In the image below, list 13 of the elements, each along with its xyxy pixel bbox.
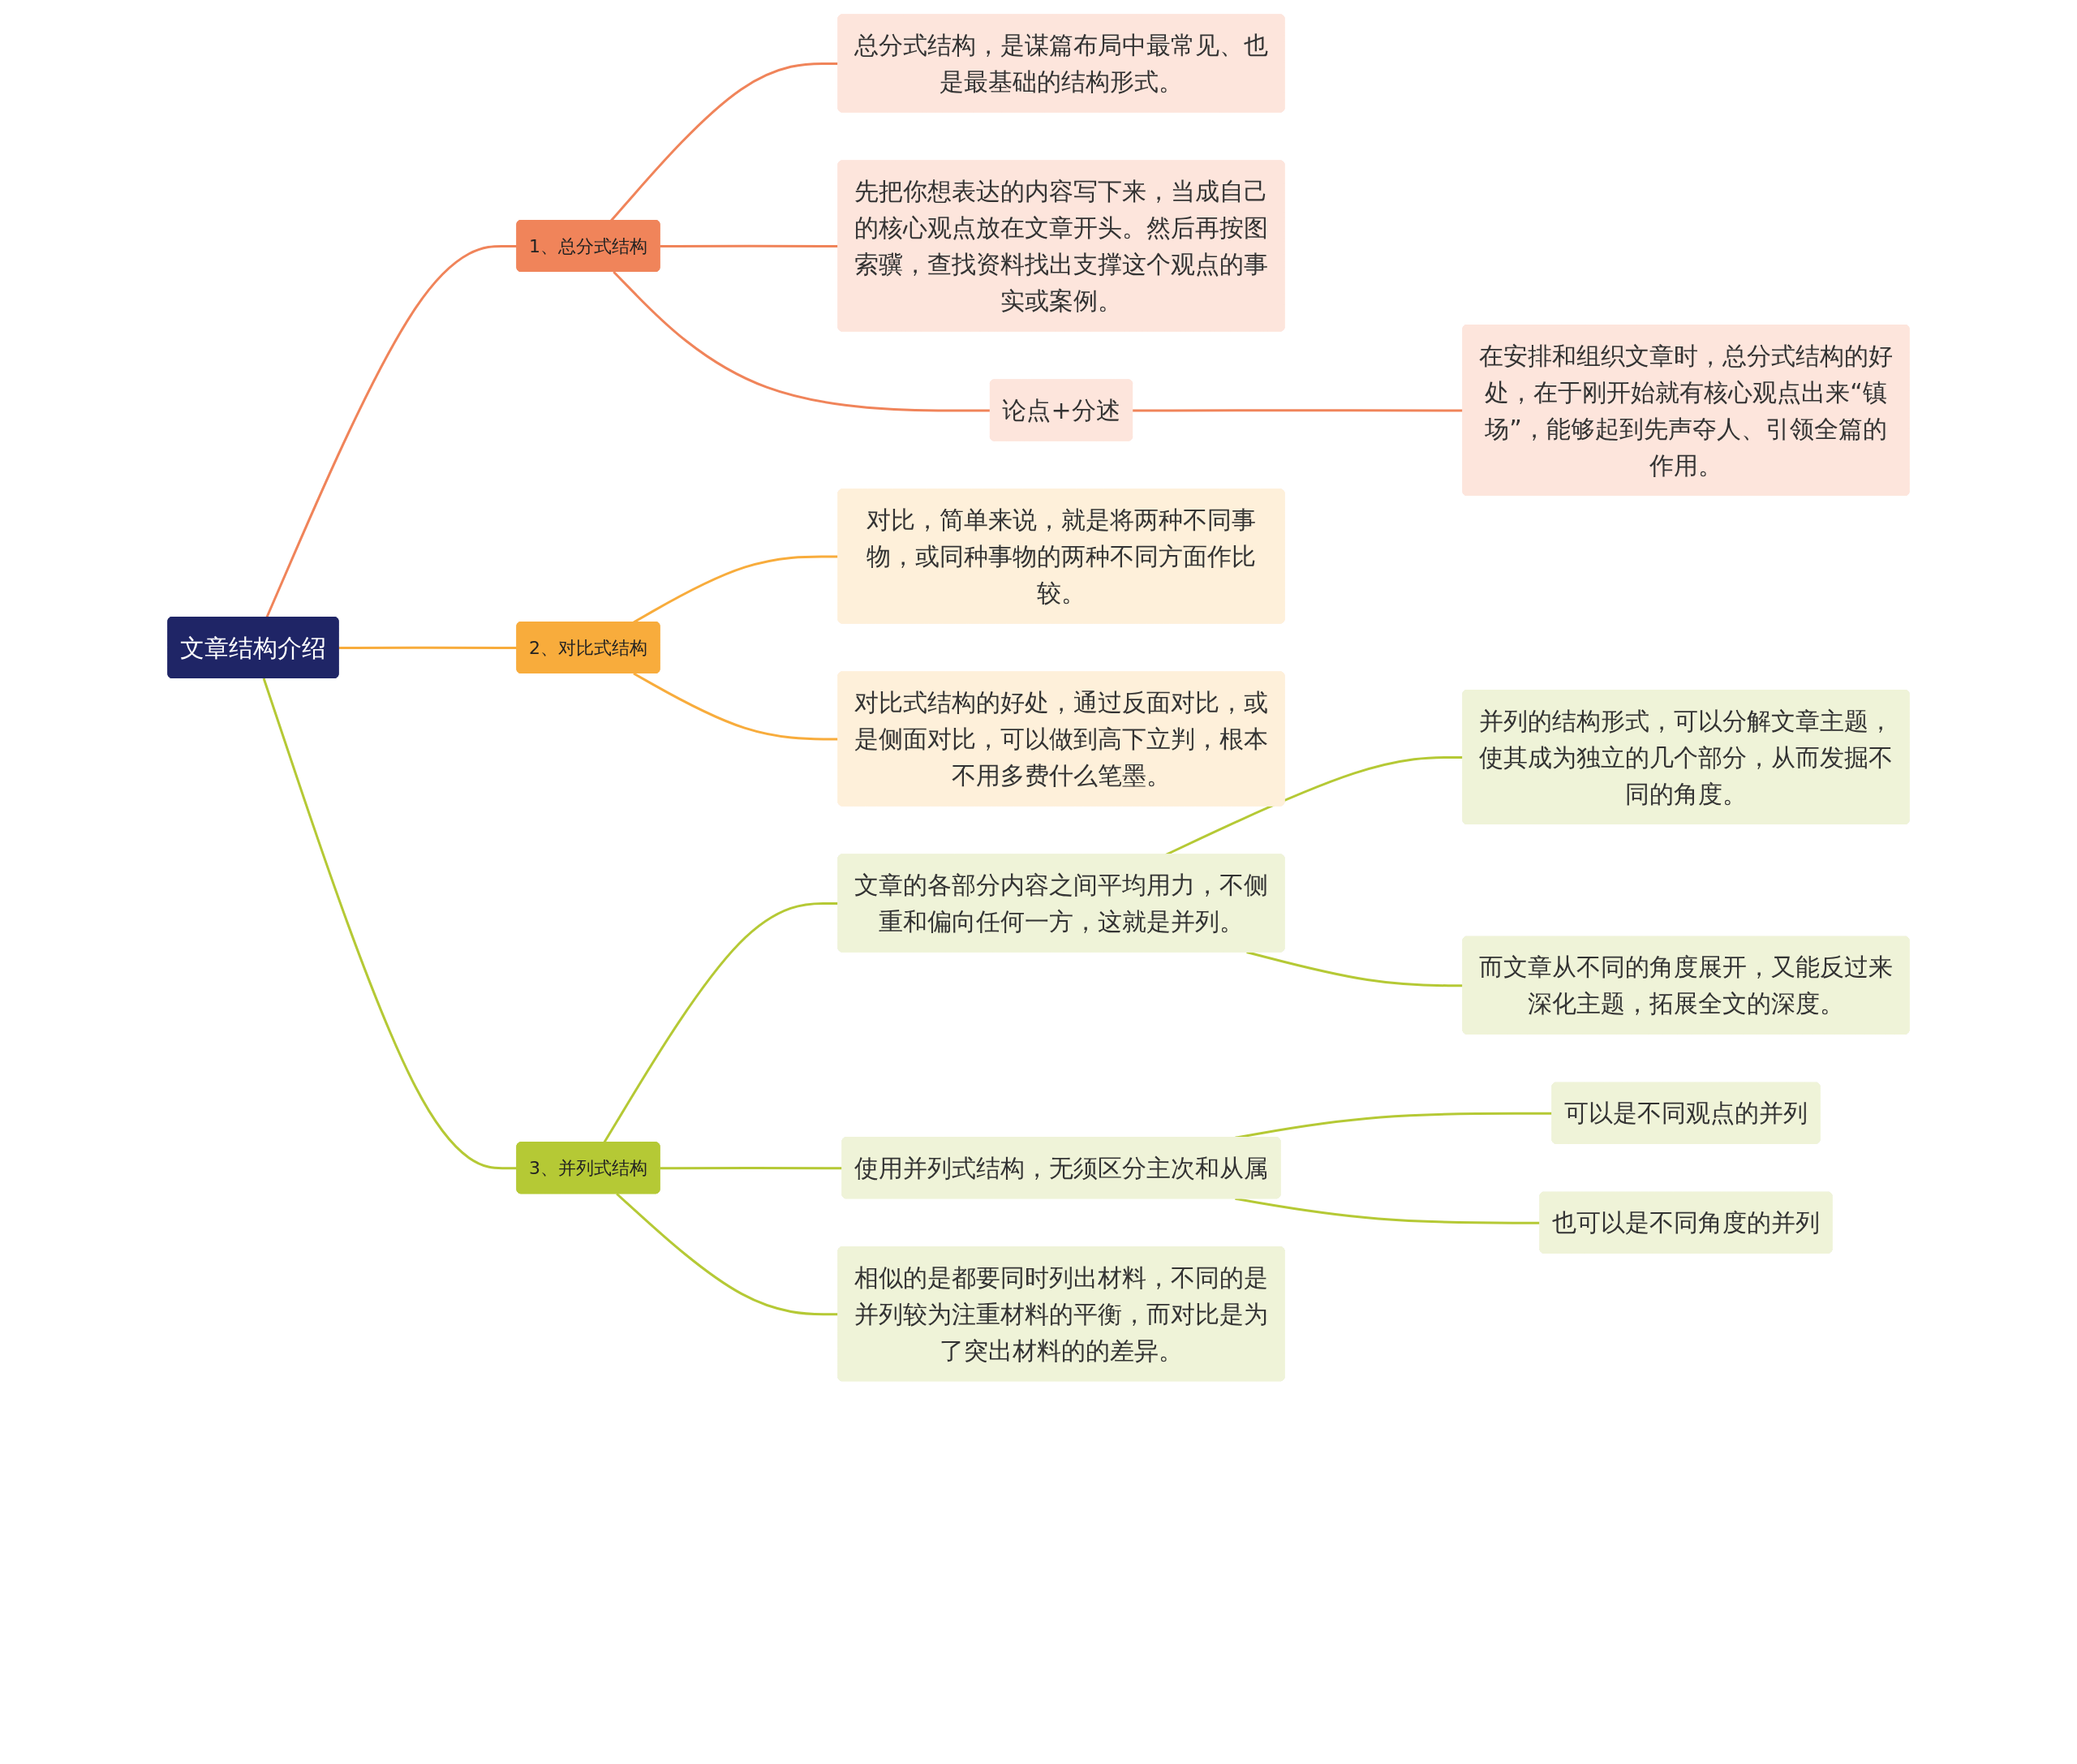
- connector: [1235, 1197, 1541, 1224]
- connector: [633, 672, 839, 741]
- connector: [660, 244, 839, 247]
- connector: [338, 646, 518, 649]
- connector: [616, 1193, 839, 1316]
- connector: [1246, 951, 1464, 987]
- connector: [1133, 409, 1464, 412]
- connector: [613, 270, 991, 412]
- connector: [1165, 755, 1464, 856]
- connector: [660, 1166, 843, 1170]
- connector: [265, 244, 518, 618]
- connector: [262, 678, 518, 1170]
- connector: [610, 62, 839, 222]
